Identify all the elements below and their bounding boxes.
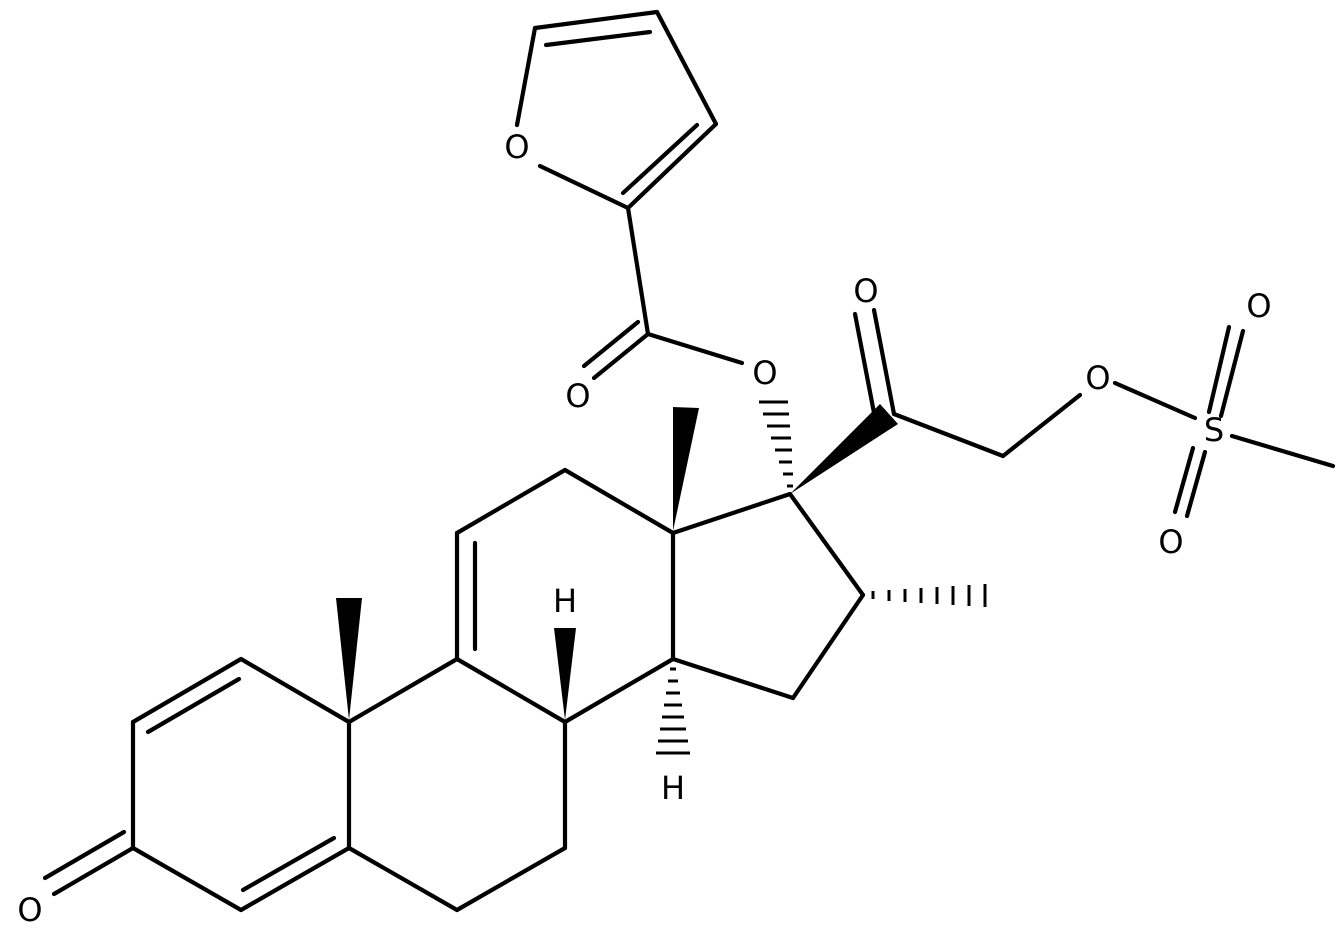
hydrogen-c8-label: H xyxy=(553,582,577,620)
sulfonyl-oxygen-bottom-label: O xyxy=(1158,523,1183,561)
mesylate-oxygen-label: O xyxy=(1085,359,1110,397)
atom-labels: O O O O O O S O H H O xyxy=(17,128,1271,929)
sulfur-label: S xyxy=(1204,411,1224,449)
enone-oxygen-label: O xyxy=(17,891,42,929)
furan-oxygen-label: O xyxy=(504,128,529,166)
ester-carbonyl-oxygen-label: O xyxy=(565,377,590,415)
sulfonyl-oxygen-top-label: O xyxy=(1246,287,1271,325)
bond-lines xyxy=(42,9,1336,913)
ketone-oxygen-label: O xyxy=(853,272,878,310)
hashed-bonds xyxy=(656,400,987,755)
ester-oxygen-label: O xyxy=(752,354,777,392)
wedge-bonds xyxy=(336,404,898,720)
hydrogen-c14-label: H xyxy=(661,769,685,807)
